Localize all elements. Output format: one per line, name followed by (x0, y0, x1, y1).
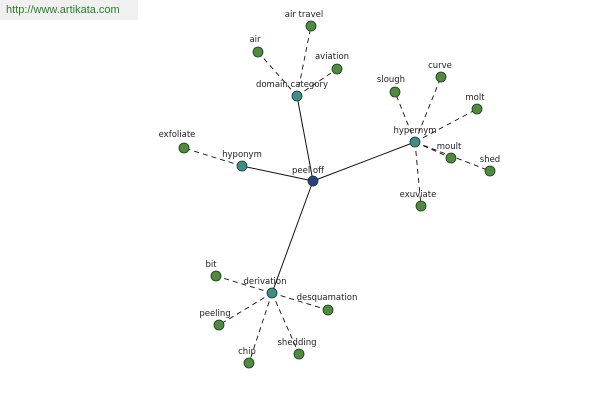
node-moult[interactable] (445, 152, 457, 164)
label-molt: molt (465, 93, 485, 103)
label-shedding: shedding (278, 338, 317, 348)
edge-domain-category-to-air-travel (296, 25, 312, 97)
edge-derivation-to-chip (248, 292, 273, 364)
node-exuviate[interactable] (415, 200, 427, 212)
label-hyponym: hyponym (222, 150, 262, 160)
edge-hypernym-to-moult (414, 141, 452, 159)
label-bit: bit (205, 260, 217, 270)
node-aviation[interactable] (331, 63, 343, 75)
node-hyponym[interactable] (236, 160, 248, 172)
label-air: air (249, 35, 261, 45)
label-hypernym: hypernym (393, 126, 436, 136)
node-peeling[interactable] (213, 319, 225, 331)
label-peeling: peeling (199, 309, 230, 319)
edge-derivation-to-desquamation (271, 292, 329, 311)
label-derivation: derivation (243, 277, 286, 287)
edge-derivation-to-peeling (218, 292, 273, 326)
node-molt[interactable] (471, 103, 483, 115)
label-aviation: aviation (315, 52, 349, 62)
node-chip[interactable] (243, 357, 255, 369)
graph-nodes (178, 20, 496, 369)
edge-peel-off-to-derivation (271, 180, 314, 294)
node-derivation[interactable] (266, 287, 278, 299)
node-desquamation[interactable] (322, 304, 334, 316)
node-slough[interactable] (389, 86, 401, 98)
edge-domain-category-to-air (257, 51, 298, 97)
edge-peel-off-to-hyponym (241, 165, 314, 182)
node-air-travel[interactable] (305, 20, 317, 32)
label-curve: curve (428, 61, 452, 71)
label-desquamation: desquamation (297, 293, 358, 303)
label-air-travel: air travel (285, 10, 323, 20)
label-shed: shed (480, 155, 500, 165)
edge-peel-off-to-domain-category (296, 95, 314, 182)
node-exfoliate[interactable] (178, 142, 190, 154)
graph-labels: peel off domain category hyponym hypernym de… (159, 10, 501, 357)
label-exuviate: exuviate (400, 190, 437, 200)
node-hypernym[interactable] (409, 136, 421, 148)
label-moult: moult (437, 142, 462, 152)
label-exfoliate: exfoliate (159, 130, 196, 140)
edge-hyponym-to-exfoliate (183, 147, 243, 167)
watermark-text: http://www.artikata.com (6, 4, 120, 16)
node-domain-category[interactable] (291, 90, 303, 102)
watermark: http://www.artikata.com (0, 0, 138, 20)
label-peel-off: peel off (292, 166, 325, 176)
edge-peel-off-to-hypernym (312, 141, 416, 182)
graph-edges (183, 25, 491, 364)
node-bit[interactable] (210, 270, 222, 282)
edge-hypernym-to-exuviate (414, 141, 422, 207)
label-domain-category: domain category (256, 80, 328, 90)
edge-domain-category-to-aviation (296, 68, 338, 97)
node-air[interactable] (252, 46, 264, 58)
node-shedding[interactable] (293, 348, 305, 360)
node-shed[interactable] (484, 165, 496, 177)
edge-derivation-to-shedding (271, 292, 300, 355)
edge-hypernym-to-curve (414, 76, 442, 143)
node-curve[interactable] (435, 71, 447, 83)
label-slough: slough (377, 75, 405, 85)
node-peel-off[interactable] (307, 175, 319, 187)
edge-hypernym-to-molt (414, 108, 478, 143)
edge-derivation-to-bit (215, 275, 273, 294)
label-chip: chip (238, 347, 256, 357)
